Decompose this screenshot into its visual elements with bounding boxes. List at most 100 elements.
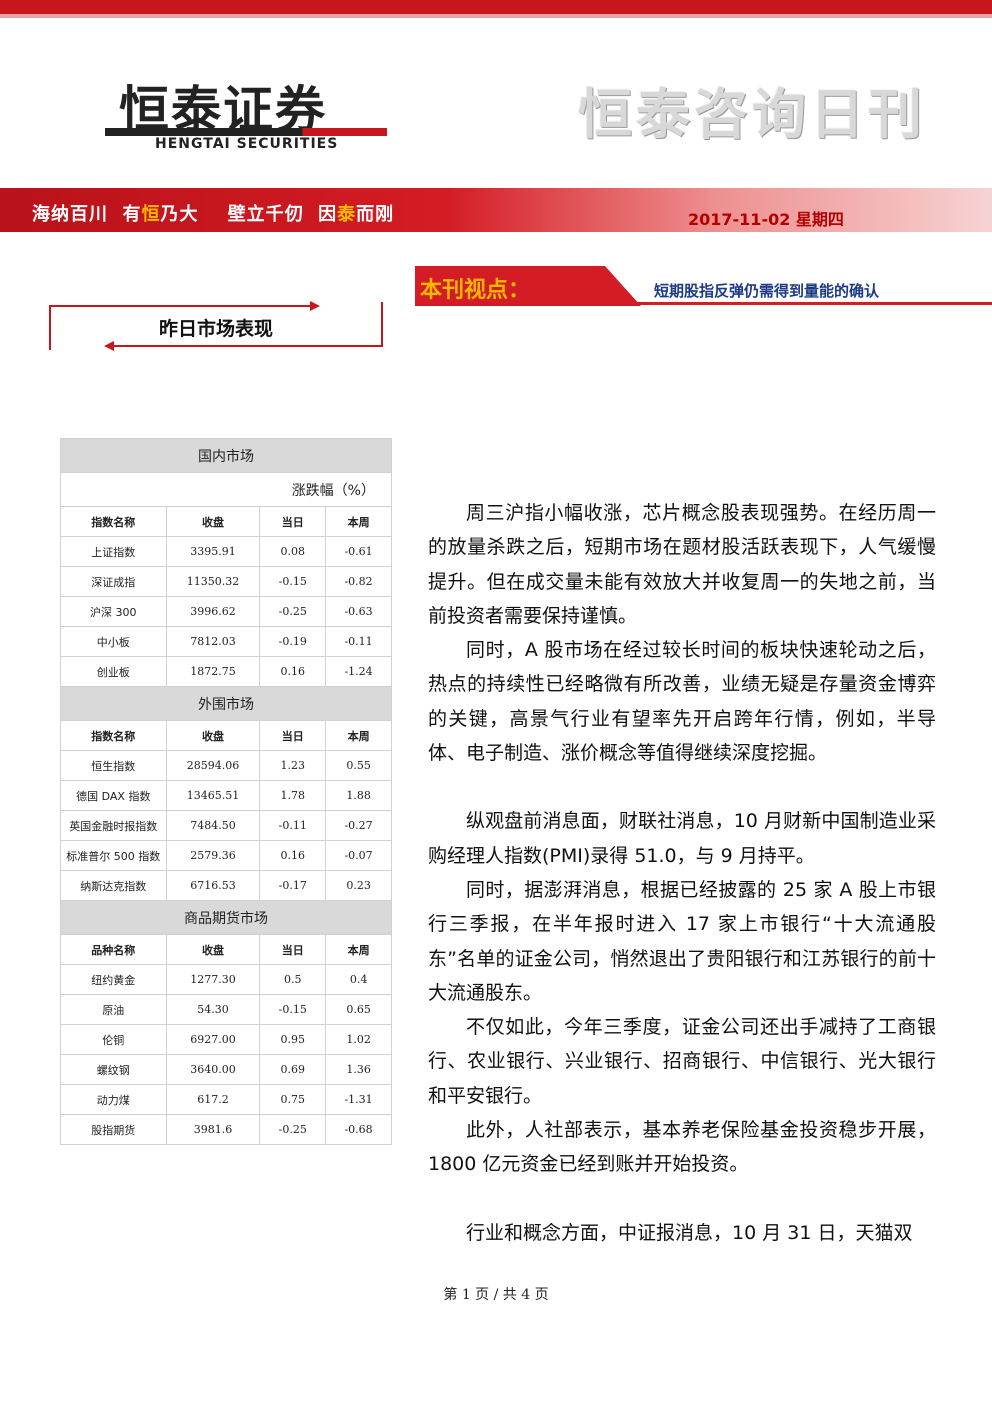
- row-value: -0.25: [259, 1114, 327, 1145]
- article-paragraph: 不仅如此，今年三季度，证金公司还出手减持了工商银行、农业银行、兴业银行、招商银行…: [428, 1016, 936, 1107]
- column-header: 当日: [259, 934, 327, 965]
- row-name: 纳斯达克指数: [60, 870, 167, 901]
- section-title: 外围市场: [60, 686, 392, 721]
- section-row: 国内市场: [60, 438, 392, 473]
- article-paragraph: 此外，人社部表示，基本养老保险基金投资稳步开展，1800 亿元资金已经到账并开始…: [428, 1119, 936, 1176]
- article-paragraph: 周三沪指小幅收涨，芯片概念股表现强势。在经历周一的放量杀跌之后，短期市场在题材股…: [428, 502, 936, 627]
- row-value: 13465.51: [165, 780, 261, 811]
- section-title: 商品期货市场: [60, 900, 392, 935]
- column-header: 当日: [259, 506, 327, 537]
- row-value: -0.15: [259, 566, 327, 597]
- row-value: -0.11: [325, 626, 392, 657]
- row-name: 沪深 300: [60, 596, 167, 627]
- header-row: 品种名称收盘当日本周: [60, 934, 392, 965]
- row-value: 0.55: [325, 750, 392, 781]
- row-name: 动力煤: [60, 1084, 167, 1115]
- row-name: 股指期货: [60, 1114, 167, 1145]
- row-value: 0.95: [259, 1024, 327, 1055]
- issue-date: 2017-11-02 星期四: [688, 210, 844, 229]
- article-paragraph: 同时，据澎湃消息，根据已经披露的 25 家 A 股上市银行三季报，在半年报时进入…: [428, 878, 936, 1004]
- unit-row: 涨跌幅（%）: [60, 472, 392, 507]
- paragraph-gap: [428, 1182, 936, 1216]
- row-value: -0.25: [259, 596, 327, 627]
- row-value: 0.4: [325, 964, 392, 995]
- row-name: 德国 DAX 指数: [60, 780, 167, 811]
- top-red-stripe: [0, 0, 992, 14]
- viewpoint-underline: [415, 302, 992, 305]
- page-number: 第 1 页 / 共 4 页: [443, 1287, 549, 1303]
- row-name: 纽约黄金: [60, 964, 167, 995]
- row-name: 英国金融时报指数: [60, 810, 167, 841]
- bracket-arrows-icon: [49, 301, 383, 351]
- column-header: 收盘: [165, 934, 261, 965]
- header-row: 指数名称收盘当日本周: [60, 506, 392, 537]
- company-logo: 恒泰证券 HENGTAI SECURITIES: [105, 70, 405, 160]
- row-value: 3981.6: [165, 1114, 261, 1145]
- row-name: 中小板: [60, 626, 167, 657]
- row-value: 7484.50: [165, 810, 261, 841]
- row-name: 深证成指: [60, 566, 167, 597]
- column-header: 本周: [325, 934, 392, 965]
- row-name: 螺纹钢: [60, 1054, 167, 1085]
- row-value: 0.65: [325, 994, 392, 1025]
- row-value: -1.31: [325, 1084, 392, 1115]
- row-value: 617.2: [165, 1084, 261, 1115]
- logo-underline-bar: [105, 128, 387, 136]
- viewpoint-tab: [415, 266, 641, 306]
- row-value: -0.19: [259, 626, 327, 657]
- row-value: 6716.53: [165, 870, 261, 901]
- row-value: 2579.36: [165, 840, 261, 871]
- market-section-header: 昨日市场表现: [48, 300, 384, 352]
- row-value: -0.68: [325, 1114, 392, 1145]
- column-header: 收盘: [165, 506, 261, 537]
- viewpoint-topic: 短期股指反弹仍需得到量能的确认: [654, 282, 880, 300]
- row-value: -0.17: [259, 870, 327, 901]
- row-value: 0.08: [259, 536, 327, 567]
- row-value: 0.16: [259, 840, 327, 871]
- column-header: 品种名称: [60, 934, 167, 965]
- row-value: 1.88: [325, 780, 392, 811]
- row-value: 1.23: [259, 750, 327, 781]
- row-value: 11350.32: [165, 566, 261, 597]
- row-value: -1.24: [325, 656, 392, 687]
- section-row: 外围市场: [60, 686, 392, 721]
- article-paragraph: 纵观盘前消息面，财联社消息，10 月财新中国制造业采购经理人指数(PMI)录得 …: [428, 810, 936, 867]
- row-value: 1872.75: [165, 656, 261, 687]
- row-value: 0.16: [259, 656, 327, 687]
- publication-title: 恒泰咨询日刊: [578, 83, 926, 146]
- column-header: 指数名称: [60, 720, 167, 751]
- row-value: 6927.00: [165, 1024, 261, 1055]
- row-value: -0.27: [325, 810, 392, 841]
- article-paragraph: 行业和概念方面，中证报消息，10 月 31 日，天猫双: [466, 1221, 913, 1244]
- row-value: 3640.00: [165, 1054, 261, 1085]
- row-name: 伦铜: [60, 1024, 167, 1055]
- row-value: 0.23: [325, 870, 392, 901]
- row-name: 标准普尔 500 指数: [60, 840, 167, 871]
- header-row: 指数名称收盘当日本周: [60, 720, 392, 751]
- row-value: -0.82: [325, 566, 392, 597]
- section-row: 商品期货市场: [60, 900, 392, 935]
- row-name: 上证指数: [60, 536, 167, 567]
- viewpoint-label: 本刊视点：: [420, 278, 531, 303]
- row-value: 1.02: [325, 1024, 392, 1055]
- row-value: -0.15: [259, 994, 327, 1025]
- row-value: 0.69: [259, 1054, 327, 1085]
- top-stripe-shadow: [0, 14, 992, 18]
- row-value: 0.75: [259, 1084, 327, 1115]
- row-value: -0.61: [325, 536, 392, 567]
- logo-english-name: HENGTAI SECURITIES: [155, 136, 339, 152]
